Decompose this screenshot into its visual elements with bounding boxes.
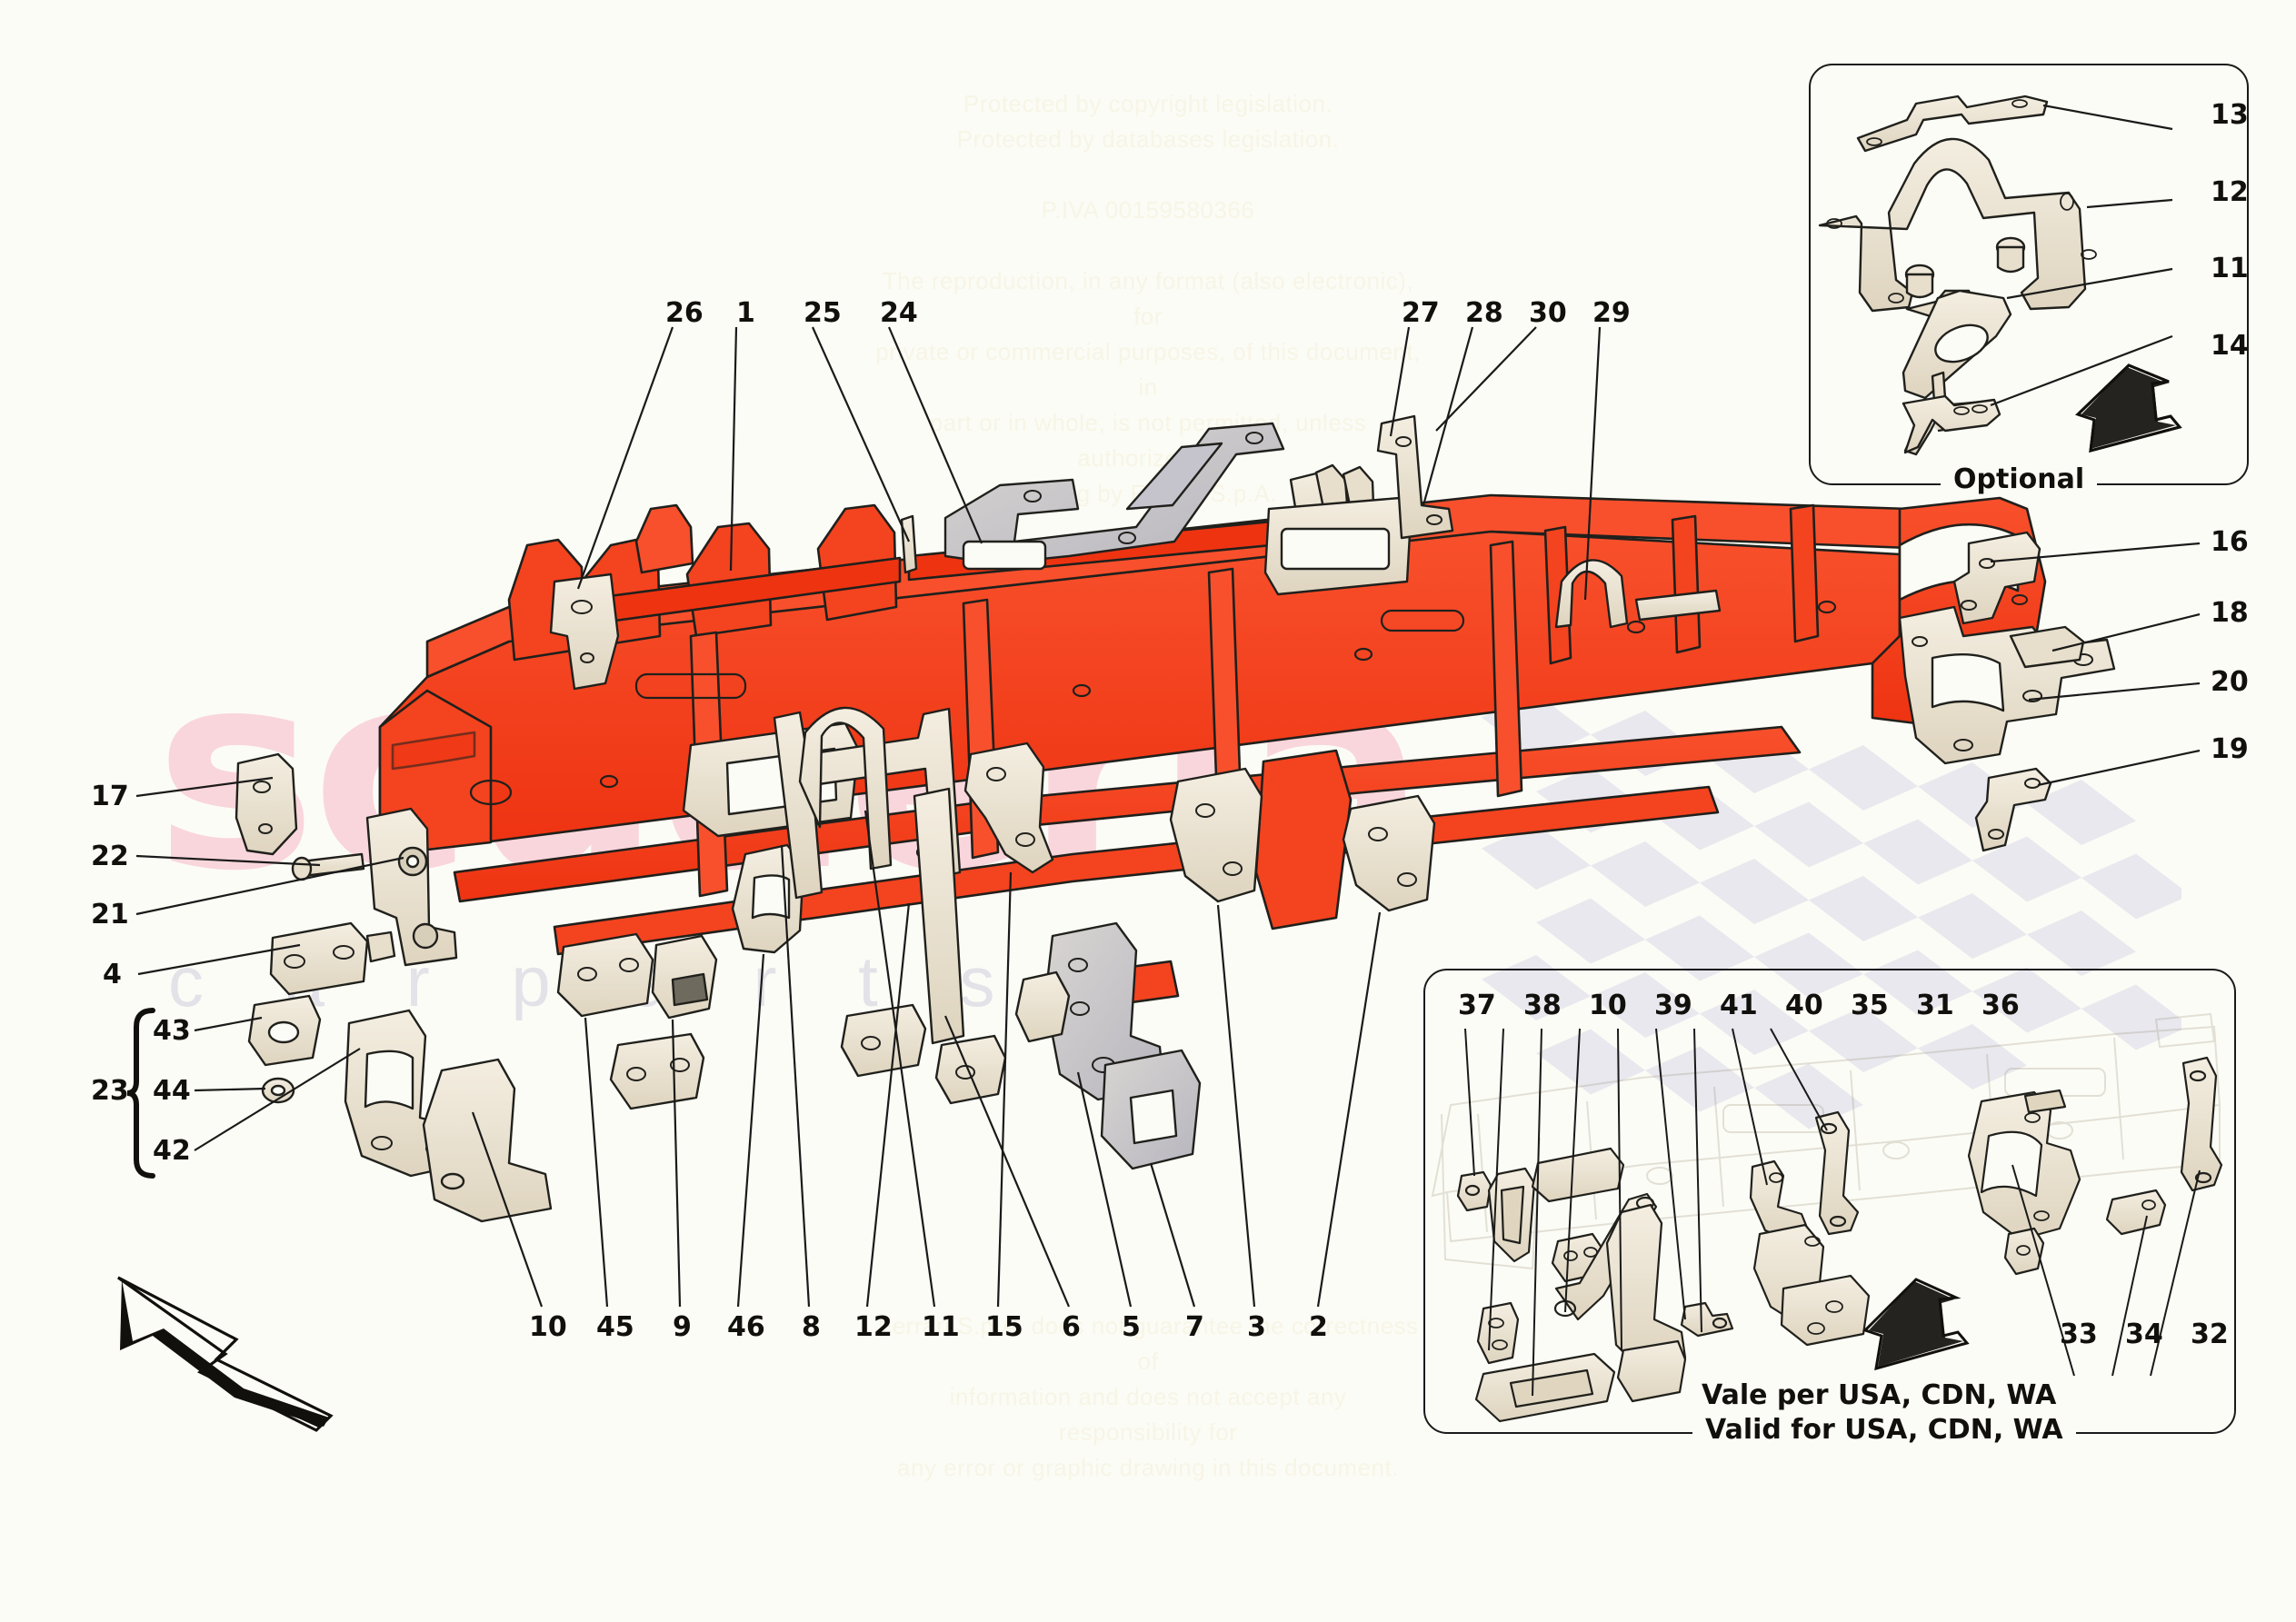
usa-inset-label: 36	[1982, 990, 2020, 1021]
group-brace-23	[127, 1008, 155, 1179]
callout-label: 46	[727, 1311, 765, 1343]
callout-label: 20	[2211, 666, 2249, 698]
optional-inset-label: 11	[2211, 253, 2249, 284]
callout-label: 42	[153, 1135, 191, 1167]
main-direction-arrow	[117, 1276, 334, 1432]
callout-label: 27	[1402, 297, 1440, 329]
usa-inset-label: 34	[2125, 1318, 2163, 1350]
optional-caption: Optional	[1941, 463, 2098, 496]
callout-label: 12	[854, 1311, 893, 1343]
callout-label: 15	[985, 1311, 1023, 1343]
callout-label: 22	[91, 841, 129, 872]
callout-label: 2	[1309, 1311, 1328, 1343]
callout-label: 4	[103, 959, 122, 990]
callout-label: 7	[1185, 1311, 1204, 1343]
callout-label: 30	[1529, 297, 1567, 329]
callout-label: 9	[673, 1311, 692, 1343]
usa-inset-label: 31	[1916, 990, 1954, 1021]
callout-label: 10	[529, 1311, 567, 1343]
callout-group-label-23: 23	[91, 1075, 129, 1107]
usa-inset-label: 39	[1654, 990, 1692, 1021]
callout-label: 44	[153, 1075, 191, 1107]
optional-inset-label: 13	[2211, 99, 2249, 131]
callout-label: 8	[802, 1311, 821, 1343]
optional-inset-label: 12	[2211, 176, 2249, 208]
callout-label: 17	[91, 781, 129, 812]
callout-label: 19	[2211, 733, 2249, 765]
usa-inset-label: 10	[1589, 990, 1627, 1021]
callout-label: 3	[1247, 1311, 1266, 1343]
callout-label: 18	[2211, 597, 2249, 629]
callout-label: 24	[880, 297, 918, 329]
callout-label: 11	[922, 1311, 960, 1343]
usa-inset-label: 32	[2191, 1318, 2229, 1350]
usa-inset-label: 38	[1523, 990, 1562, 1021]
usa-inset-label: 33	[2060, 1318, 2098, 1350]
usa-inset-label: 35	[1851, 990, 1889, 1021]
optional-inset-label: 14	[2211, 330, 2249, 362]
callout-label: 21	[91, 899, 129, 930]
callout-label: 26	[665, 297, 704, 329]
usa-inset-label: 41	[1720, 990, 1758, 1021]
callout-label: 25	[804, 297, 842, 329]
callout-label: 1	[736, 297, 755, 329]
callout-label: 29	[1592, 297, 1631, 329]
callout-label: 45	[596, 1311, 634, 1343]
callout-label: 16	[2211, 526, 2249, 558]
usa-caption-line2: Valid for USA, CDN, WA	[1692, 1414, 2076, 1447]
usa-inset-label: 37	[1458, 990, 1496, 1021]
optional-inset-artwork	[1818, 95, 2182, 456]
callout-label: 43	[153, 1015, 191, 1047]
usa-caption-line1: Vale per USA, CDN, WA	[1689, 1379, 2070, 1412]
callout-label: 5	[1122, 1311, 1141, 1343]
usa-inset-label: 40	[1785, 990, 1823, 1021]
callout-label: 28	[1465, 297, 1503, 329]
usa-inset-artwork	[1431, 1012, 2223, 1423]
callout-label: 6	[1062, 1311, 1081, 1343]
